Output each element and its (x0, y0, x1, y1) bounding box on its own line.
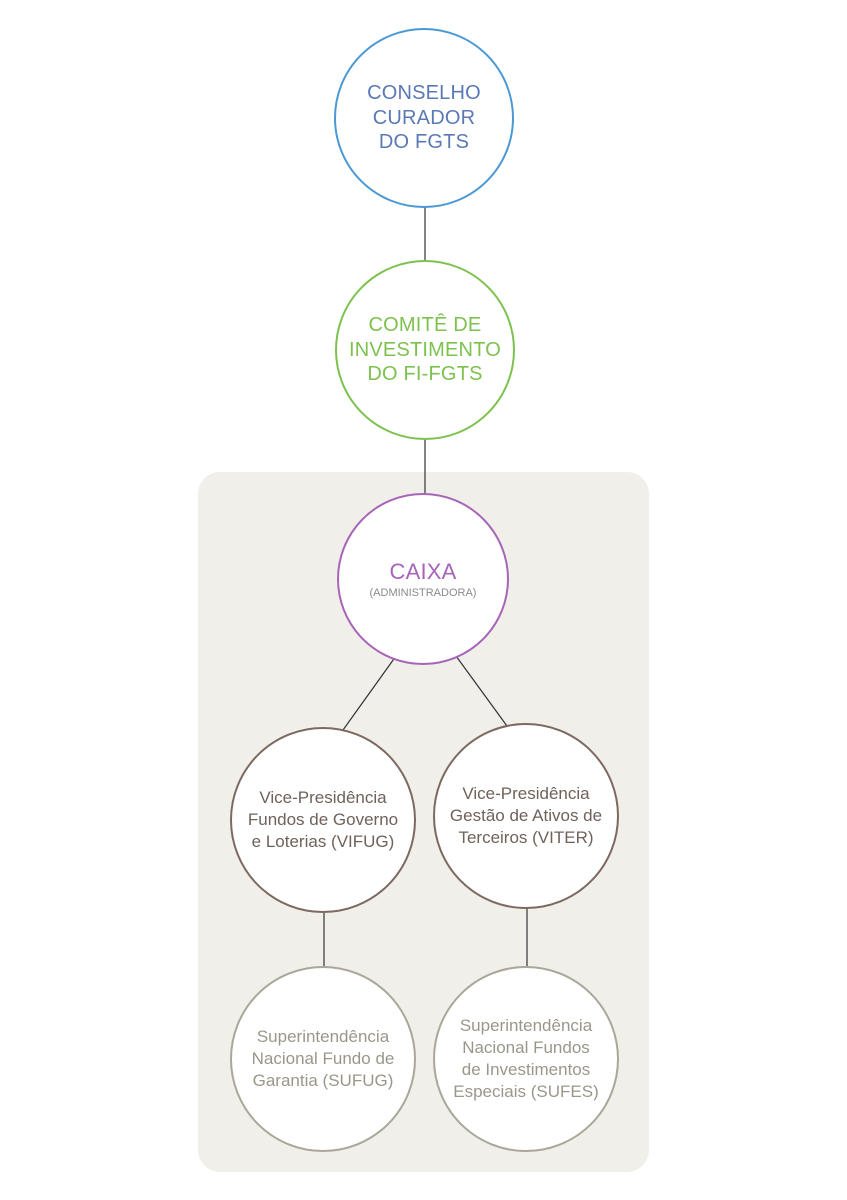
connector-caixa-vifug (342, 655, 397, 731)
node-sufug: Superintendência Nacional Fundo de Garan… (230, 966, 416, 1152)
node-viter: Vice-Presidência Gestão de Ativos de Ter… (433, 723, 619, 909)
node-sufes: Superintendência Nacional Fundos de Inve… (433, 966, 619, 1152)
node-vifug-label: Vice-Presidência Fundos de Governo e Lot… (247, 787, 399, 852)
node-sufug-label: Superintendência Nacional Fundo de Garan… (251, 1026, 395, 1091)
node-caixa-sublabel: (ADMINISTRADORA) (369, 587, 477, 600)
node-comite-investimento: COMITÊ DE INVESTIMENTO DO FI-FGTS (335, 260, 515, 440)
node-conselho-label: CONSELHO CURADOR DO FGTS (367, 82, 481, 154)
node-caixa-label: CAIXA (389, 558, 457, 584)
node-viter-label: Vice-Presidência Gestão de Ativos de Ter… (449, 783, 603, 848)
connector-caixa-viter (455, 655, 508, 727)
node-conselho-curador: CONSELHO CURADOR DO FGTS (334, 28, 514, 208)
node-vifug: Vice-Presidência Fundos de Governo e Lot… (230, 727, 416, 913)
node-sufes-label: Superintendência Nacional Fundos de Inve… (453, 1015, 599, 1102)
node-caixa: CAIXA (ADMINISTRADORA) (337, 493, 509, 665)
node-comite-label: COMITÊ DE INVESTIMENTO DO FI-FGTS (348, 314, 502, 386)
